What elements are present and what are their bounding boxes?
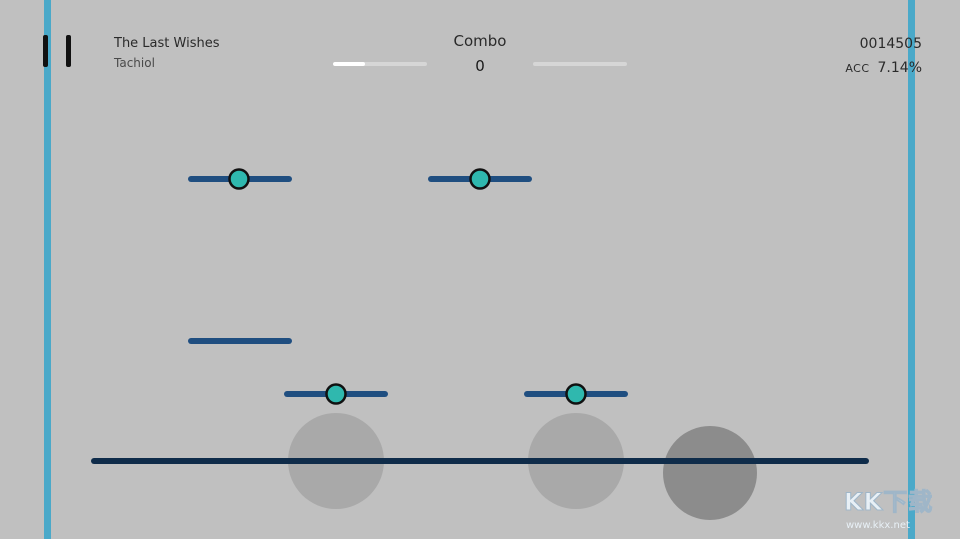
note-knob-icon (565, 383, 587, 405)
left-boundary-line (44, 0, 51, 539)
song-artist: Tachiol (114, 56, 155, 70)
watermark-url: www.kkx.net (846, 520, 910, 531)
pause-button[interactable] (40, 35, 74, 67)
note-knob-icon (325, 383, 347, 405)
slide-note[interactable] (524, 383, 628, 405)
right-boundary-line (908, 0, 915, 539)
score-value: 0014505 (859, 36, 922, 52)
watermark-logo: KK下载 www.kkx.net (842, 482, 960, 539)
accuracy-value: 7.14% (877, 60, 922, 76)
accuracy-label: ACC (845, 62, 870, 75)
slide-note[interactable] (428, 168, 532, 190)
touch-feedback-circle (663, 426, 757, 520)
song-progress-bar-left (333, 62, 427, 66)
accuracy-display: ACC 7.14% (845, 57, 922, 76)
slide-note[interactable] (188, 168, 292, 190)
pause-icon (43, 35, 48, 67)
combo-label: Combo (453, 32, 507, 50)
slide-note[interactable] (284, 383, 388, 405)
song-title: The Last Wishes (114, 36, 220, 51)
combo-count: 0 (475, 57, 485, 75)
note-knob-icon (469, 168, 491, 190)
pause-icon (66, 35, 71, 67)
watermark-text: KK下载 (843, 488, 934, 517)
progress-fill (333, 62, 365, 66)
song-progress-bar-right (533, 62, 627, 66)
note-knob-icon (228, 168, 250, 190)
